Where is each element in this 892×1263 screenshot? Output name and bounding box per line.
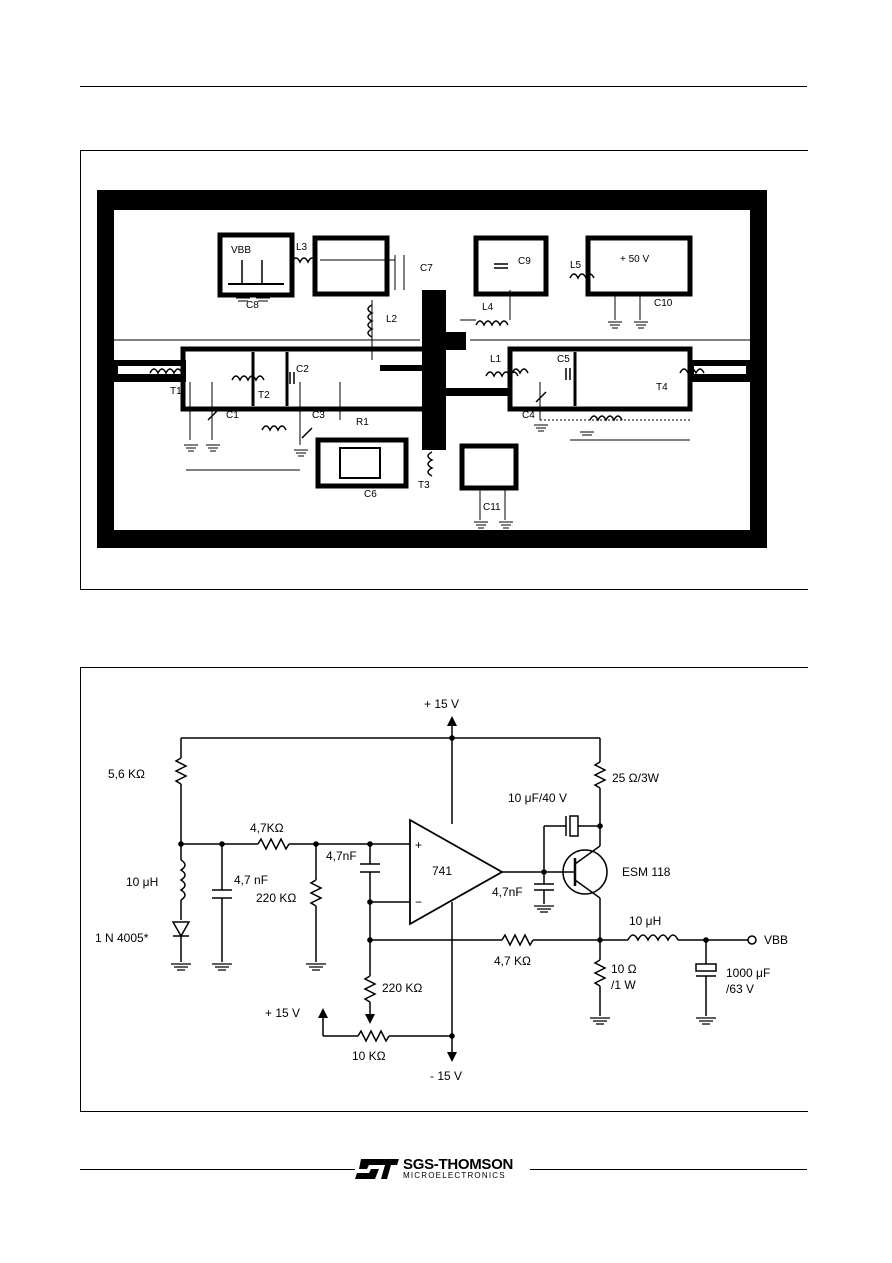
label-l5: L5 (570, 260, 582, 271)
label-diode-1n4005: 1 N 4005* (95, 931, 149, 945)
figure-1-frame (80, 150, 808, 590)
label-l-10uh-a: 10 μH (126, 875, 158, 889)
figure-2-frame (80, 667, 808, 1112)
label-l2: L2 (386, 314, 398, 325)
label-vbb: VBB (764, 933, 788, 947)
label-t3: T3 (418, 480, 430, 491)
label-c1: C1 (226, 410, 239, 421)
label-r-25-ohm: 25 Ω/3W (612, 771, 660, 785)
label-c5: C5 (557, 354, 570, 365)
label-c-4-7nf-c: 4,7nF (492, 885, 523, 899)
label-c3: C3 (312, 410, 325, 421)
label-r-10-ohm-watt: /1 W (611, 978, 636, 992)
label-r-10-ohm: 10 Ω (611, 962, 637, 976)
label-plus15-left: + 15 V (265, 1006, 300, 1020)
header-rule (80, 86, 807, 87)
label-c8: C8 (246, 300, 259, 311)
label-r-220k-a: 220 KΩ (256, 891, 296, 905)
figure-2-schematic: + 15 V 5,6 KΩ 25 Ω/3W 10 μF/40 V 4,7KΩ 4… (95, 697, 788, 1083)
label-t1: T1 (170, 386, 182, 397)
label-t2: T2 (258, 390, 270, 401)
label-r1: R1 (356, 417, 369, 428)
label-minus15: - 15 V (430, 1069, 462, 1083)
st-logo-icon (355, 1159, 399, 1179)
label-l3: L3 (296, 242, 308, 253)
label-c6: C6 (364, 489, 377, 500)
logo-main-text: SGS-THOMSON (403, 1156, 514, 1173)
label-c7: C7 (420, 263, 433, 274)
label-r-4-7k-b: 4,7 KΩ (494, 954, 531, 968)
label-l4: L4 (482, 302, 494, 313)
label-c-1000uf-volt: /63 V (726, 982, 754, 996)
logo-sub-text: MICROELECTRONICS (403, 1171, 506, 1180)
label-r-220k-b: 220 KΩ (382, 981, 422, 995)
label-c-1000uf: 1000 μF (726, 966, 770, 980)
label-l-10uh-b: 10 μH (629, 914, 661, 928)
label-c2: C2 (296, 364, 309, 375)
label-opamp-741: 741 (432, 864, 452, 878)
label-plus15-top: + 15 V (424, 697, 459, 711)
label-l1: L1 (490, 354, 502, 365)
sgs-thomson-logo: SGS-THOMSON MICROELECTRONICS (355, 1155, 530, 1183)
label-r-5-6k: 5,6 KΩ (108, 767, 145, 781)
label-opamp-minus: − (415, 895, 422, 909)
label-c11: C11 (483, 502, 501, 513)
label-c-10uf: 10 μF/40 V (508, 791, 567, 805)
label-r-4-7k-a: 4,7KΩ (250, 821, 284, 835)
label-t4: T4 (656, 382, 668, 393)
label-c10: C10 (654, 298, 673, 309)
label-c-4-7nf-a: 4,7nF (326, 849, 357, 863)
label-c-4-7nf-b: 4,7 nF (234, 873, 268, 887)
figure-1-layout: VBB C8 L3 C7 L2 C9 L5 + 50 V C10 L4 L1 C… (97, 190, 767, 548)
label-esm-118: ESM 118 (622, 865, 671, 879)
label-vbb: VBB (231, 245, 251, 256)
label-r-10k-pot: 10 KΩ (352, 1049, 386, 1063)
label-c9: C9 (518, 256, 531, 267)
label-plus-50v: + 50 V (620, 254, 650, 265)
label-c4: C4 (522, 410, 535, 421)
label-opamp-plus: + (415, 838, 422, 852)
